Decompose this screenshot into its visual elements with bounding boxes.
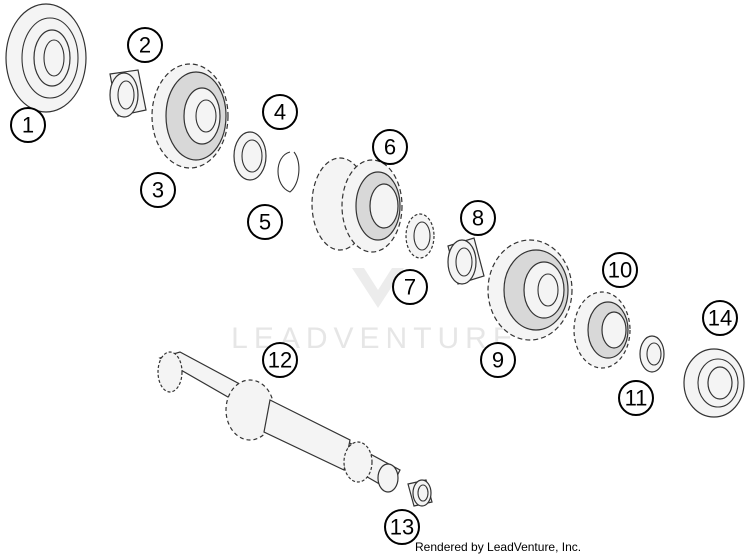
callout-number: 14 [708, 306, 732, 331]
callout-5[interactable]: 5 [247, 204, 283, 240]
callout-ring [384, 509, 420, 545]
callout-ring [262, 342, 298, 378]
callout-7[interactable]: 7 [392, 269, 428, 305]
callout-ring [602, 252, 638, 288]
part-12-main-shaft[interactable] [157, 351, 401, 493]
part-13-bushing[interactable] [407, 479, 433, 507]
render-credit: Rendered by LeadVenture, Inc. [415, 540, 582, 554]
callout-ring [460, 200, 496, 236]
callout-number: 7 [404, 275, 416, 300]
callout-10[interactable]: 10 [602, 252, 638, 288]
part-7-lock-washer[interactable] [405, 213, 435, 259]
part-8-needle-bearing[interactable] [447, 237, 485, 285]
callout-ring [10, 107, 46, 143]
callout-number: 8 [472, 206, 484, 231]
watermark: LEADVENTURE [231, 268, 513, 355]
callout-4[interactable]: 4 [262, 94, 298, 130]
callout-number: 3 [152, 178, 164, 203]
callout-ring [480, 342, 516, 378]
callout-14[interactable]: 14 [702, 300, 738, 336]
callout-12[interactable]: 12 [262, 342, 298, 378]
part-14-bearing[interactable] [683, 348, 745, 418]
part-4-thrust-washer[interactable] [233, 131, 267, 181]
part-1-bearing[interactable] [5, 3, 87, 113]
callout-number: 2 [139, 33, 151, 58]
callout-number: 5 [259, 210, 271, 235]
callout-1[interactable]: 1 [10, 107, 46, 143]
callout-number: 11 [625, 386, 648, 411]
callout-number: 9 [492, 348, 504, 373]
callout-2[interactable]: 2 [127, 27, 163, 63]
callout-13[interactable]: 13 [384, 509, 420, 545]
callout-11[interactable]: 11 [618, 380, 654, 416]
callout-number: 10 [608, 258, 632, 283]
callout-number: 4 [274, 100, 286, 125]
callout-6[interactable]: 6 [372, 129, 408, 165]
callout-ring [262, 94, 298, 130]
part-2-bushing[interactable] [109, 69, 147, 118]
part-5-circlip[interactable] [277, 151, 300, 193]
callout-number: 6 [384, 135, 396, 160]
callout-3[interactable]: 3 [140, 172, 176, 208]
part-3-gear[interactable] [151, 63, 229, 169]
callout-ring [392, 269, 428, 305]
callout-ring [127, 27, 163, 63]
callout-ring [702, 300, 738, 336]
part-10-gear[interactable] [573, 291, 631, 369]
callout-ring [618, 380, 654, 416]
callout-number: 13 [390, 515, 414, 540]
part-11-thrust-washer[interactable] [639, 335, 665, 373]
callout-ring [247, 204, 283, 240]
callout-8[interactable]: 8 [460, 200, 496, 236]
callout-number: 1 [22, 113, 34, 138]
callout-ring [372, 129, 408, 165]
callout-9[interactable]: 9 [480, 342, 516, 378]
part-9-gear[interactable] [487, 239, 573, 341]
callout-ring [140, 172, 176, 208]
callout-number: 12 [268, 348, 292, 373]
part-6-sliding-gear[interactable] [311, 157, 403, 253]
